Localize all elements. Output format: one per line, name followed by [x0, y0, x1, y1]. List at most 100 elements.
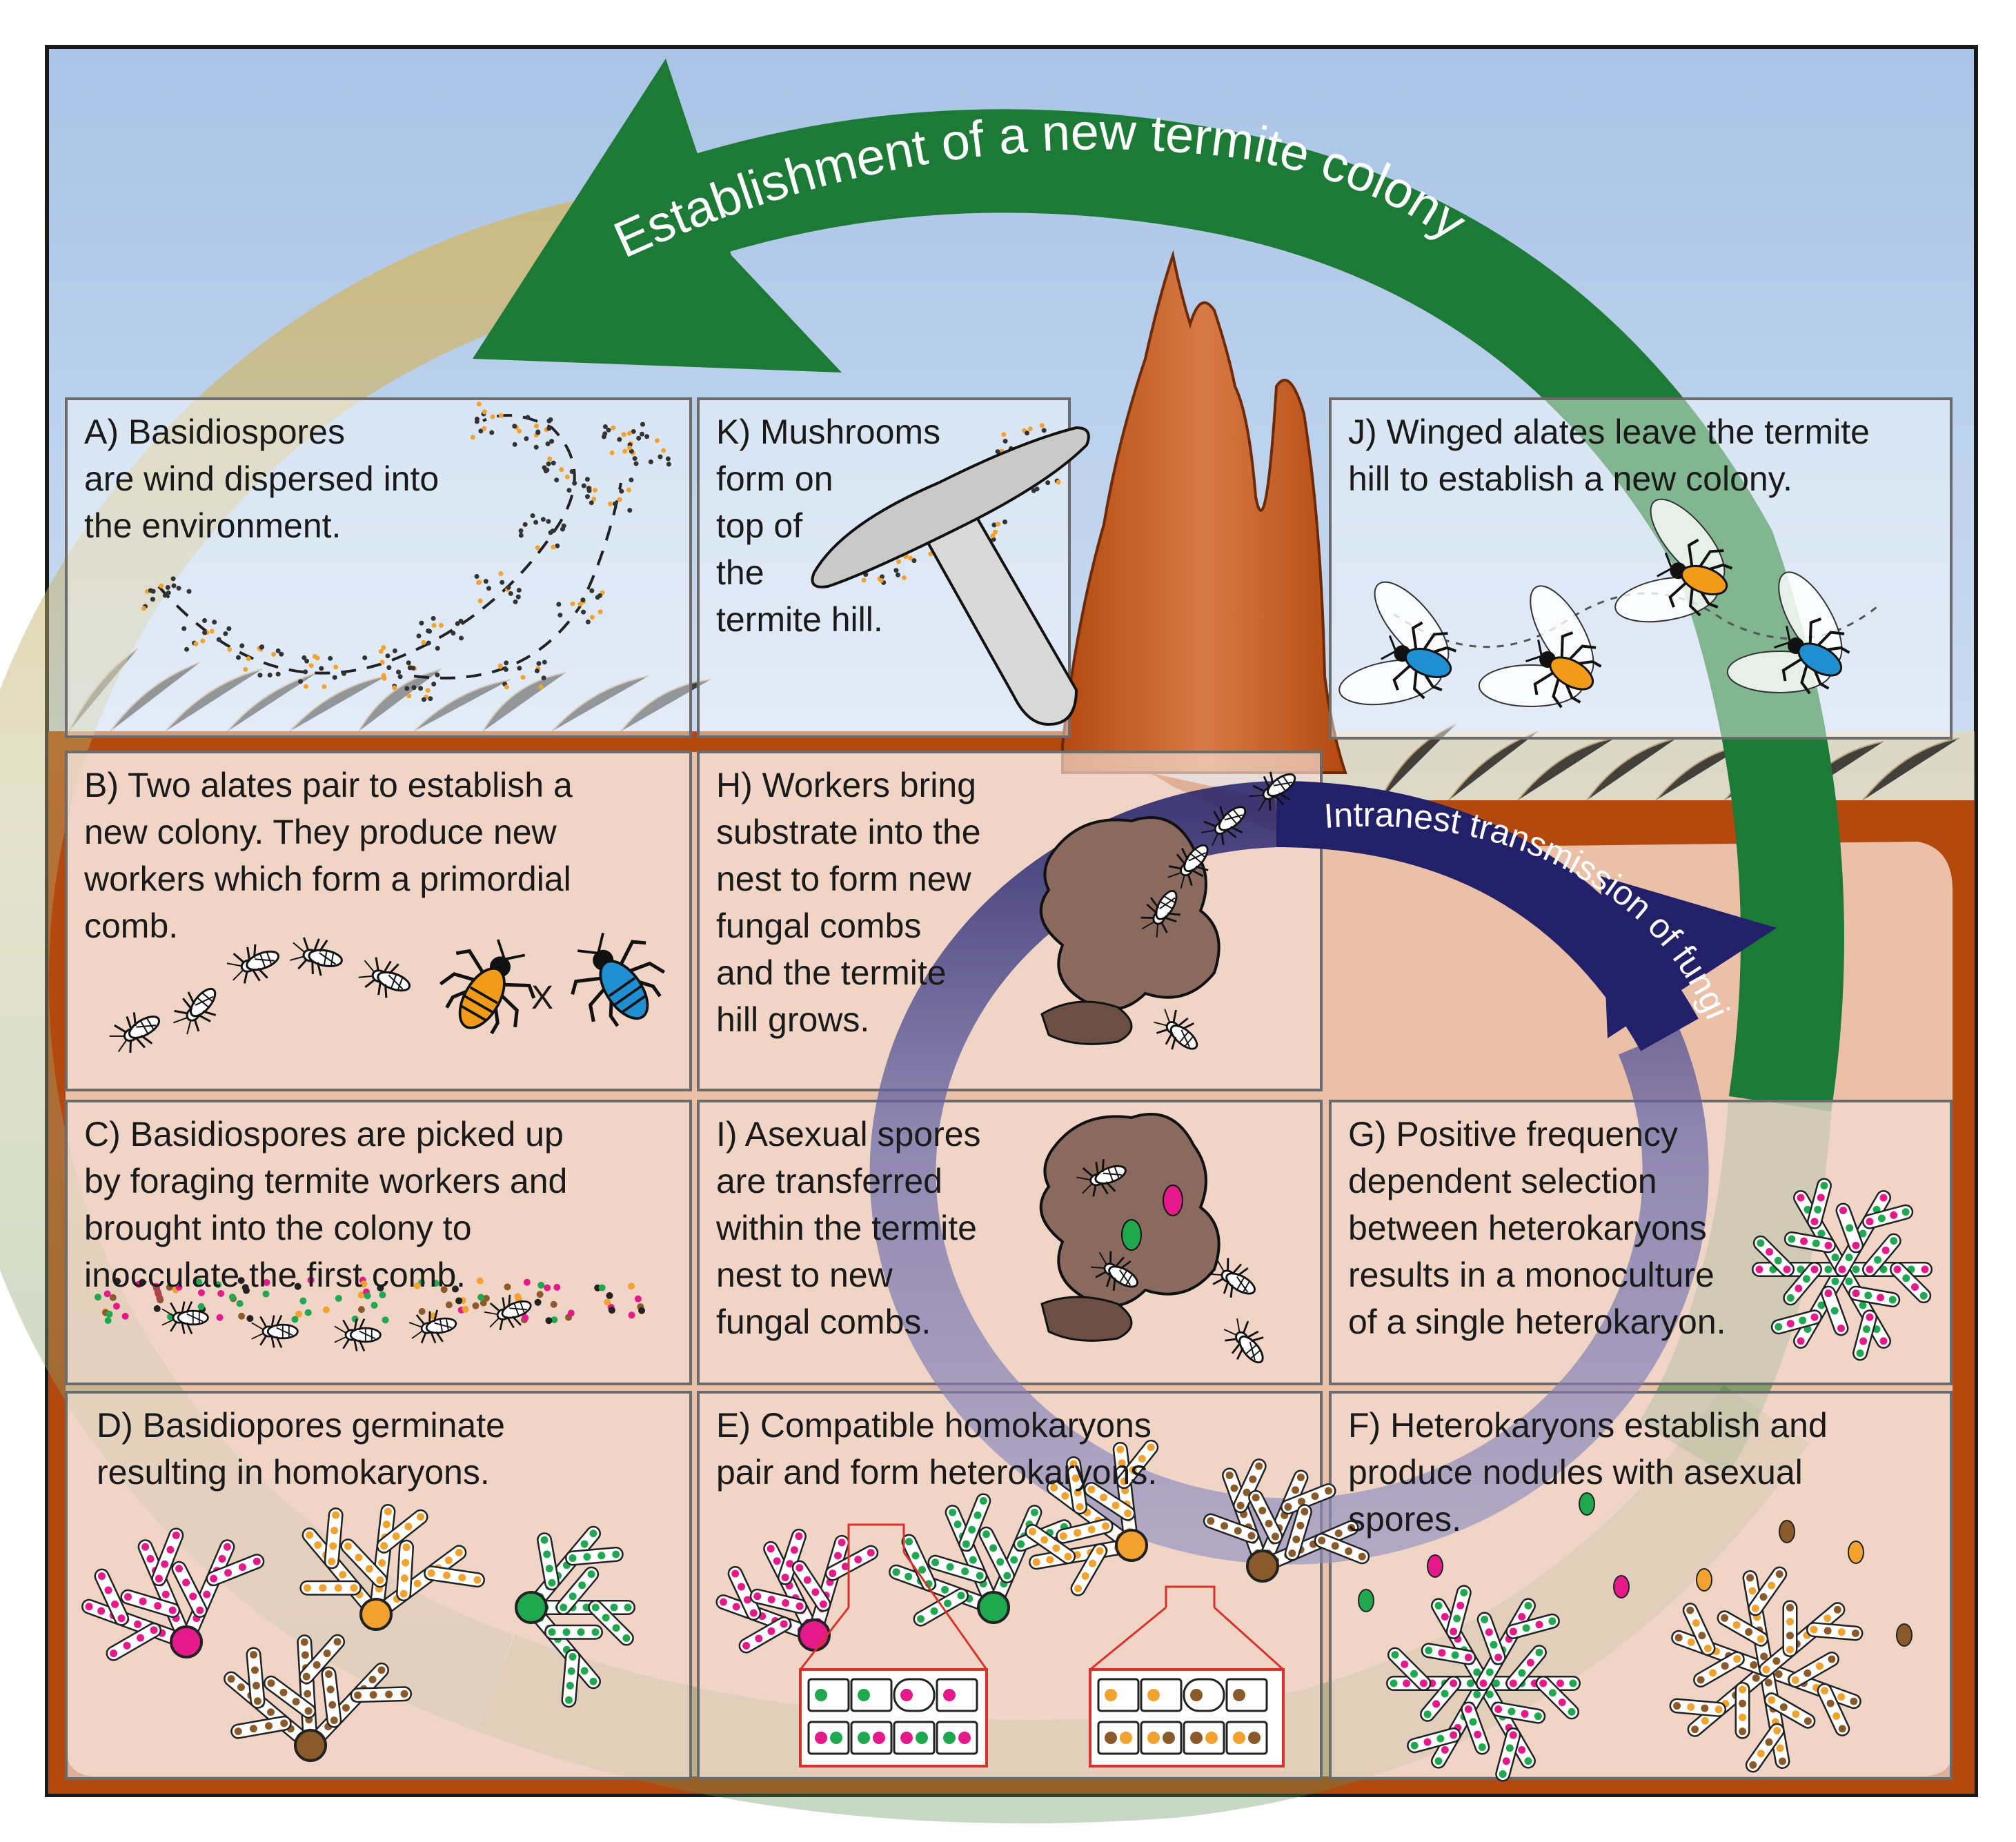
hyphal-cell [850, 1721, 893, 1755]
spore-dot [197, 1289, 205, 1296]
spore-dot [362, 655, 368, 660]
nucleus [589, 1677, 597, 1685]
nucleus [838, 1538, 846, 1547]
fused-hyphae-cells [807, 1678, 978, 1755]
spore-dot [396, 669, 402, 675]
spore-dot [500, 580, 505, 585]
nucleus [742, 1642, 751, 1650]
nucleus [326, 1685, 335, 1694]
nucleus [1824, 1614, 1832, 1623]
nucleus [218, 1554, 226, 1563]
nucleus [1687, 1703, 1695, 1711]
hypha [1479, 1614, 1505, 1663]
nucleus [161, 1590, 170, 1598]
fungal-comb-base-i [1040, 1296, 1133, 1342]
hypha [827, 1547, 877, 1580]
nucleus [1697, 1676, 1705, 1684]
spore-dot [581, 483, 586, 488]
nucleus [1749, 1761, 1757, 1769]
nucleus [1859, 1229, 1867, 1238]
nucleus [1390, 1679, 1398, 1687]
nucleus [1087, 1525, 1096, 1534]
nucleus [580, 1667, 589, 1675]
hypha [1057, 1520, 1112, 1543]
nucleus [1105, 1689, 1117, 1701]
spore-dot [633, 461, 639, 466]
panel-i: I) Asexual spores are transferred within… [698, 1101, 1321, 1384]
spore-dot [557, 613, 563, 618]
spore-dot [413, 1282, 421, 1289]
spore-dot [513, 599, 518, 604]
spore-dot [533, 444, 539, 450]
spore-dot [632, 456, 638, 462]
nucleus [803, 1576, 811, 1584]
nucleus [368, 1676, 377, 1684]
nucleus [1436, 1734, 1445, 1743]
hypha [903, 1536, 935, 1590]
nucleus [815, 1732, 827, 1744]
nucleus [1017, 1540, 1025, 1548]
spore-dot [246, 656, 251, 662]
nucleus [578, 1581, 586, 1590]
nucleus [1745, 1628, 1753, 1636]
nucleus [1795, 1285, 1803, 1293]
spore-dot [498, 413, 504, 418]
hypha [300, 1636, 344, 1683]
spore-dot [431, 615, 436, 621]
spore-dot [477, 1294, 485, 1301]
nucleus [943, 1732, 956, 1744]
nucleus [1876, 1294, 1884, 1302]
panel-h: H) Workers bring substrate into the nest… [698, 752, 1321, 1090]
spore-dot [379, 1291, 386, 1299]
nucleus [1691, 1725, 1699, 1734]
spore-dot [512, 442, 517, 447]
panel-d-caption: D) Basidiopores germinate resulting in h… [97, 1406, 505, 1492]
spore-dot [312, 653, 317, 659]
spore-dot [153, 1305, 161, 1312]
nucleus [1010, 1556, 1018, 1564]
nucleus [548, 1628, 556, 1636]
nucleus [1358, 1552, 1366, 1561]
spore-dot [489, 430, 495, 435]
nucleus [378, 1559, 386, 1567]
spore-dot [901, 575, 907, 581]
nucleus [333, 1638, 342, 1646]
hypha [1421, 1677, 1460, 1721]
nucleus [1856, 1349, 1864, 1357]
fungal-comb-i [1039, 1113, 1221, 1307]
spore-dot [406, 693, 412, 699]
nucleus [1450, 1679, 1458, 1687]
spore-dot [483, 579, 488, 584]
nucleus [1775, 1670, 1783, 1678]
hypha [1784, 1263, 1821, 1304]
nucleus [1138, 1454, 1146, 1463]
hypha [1766, 1694, 1814, 1727]
spore-dot [597, 593, 602, 598]
spore-dot [586, 488, 592, 493]
spore-dot [418, 686, 424, 691]
nucleus [1548, 1689, 1557, 1697]
spore-dot [263, 1278, 270, 1286]
nucleus [1692, 1619, 1700, 1627]
spore-dot [141, 606, 147, 611]
nucleus [624, 1603, 632, 1612]
nucleus [1866, 1313, 1874, 1321]
spore-dot [226, 626, 232, 631]
hypha [342, 1540, 386, 1586]
nucleus [1479, 1679, 1488, 1687]
nucleus [1081, 1572, 1089, 1580]
hyphal-cell [807, 1721, 850, 1755]
fungal-comb [1039, 816, 1221, 1011]
nucleus [1786, 1618, 1794, 1626]
nucleus [900, 1689, 913, 1701]
nucleus [1410, 1670, 1419, 1678]
nucleus [1325, 1487, 1333, 1495]
nucleus [1271, 1532, 1279, 1541]
nucleus [989, 1544, 998, 1552]
zoom-line [1089, 1606, 1285, 1671]
alate-abdomen [1681, 564, 1728, 595]
nucleus [622, 1634, 631, 1643]
spore-dot [139, 1278, 146, 1286]
spore-dot [879, 574, 885, 580]
spore-dot [621, 432, 626, 437]
